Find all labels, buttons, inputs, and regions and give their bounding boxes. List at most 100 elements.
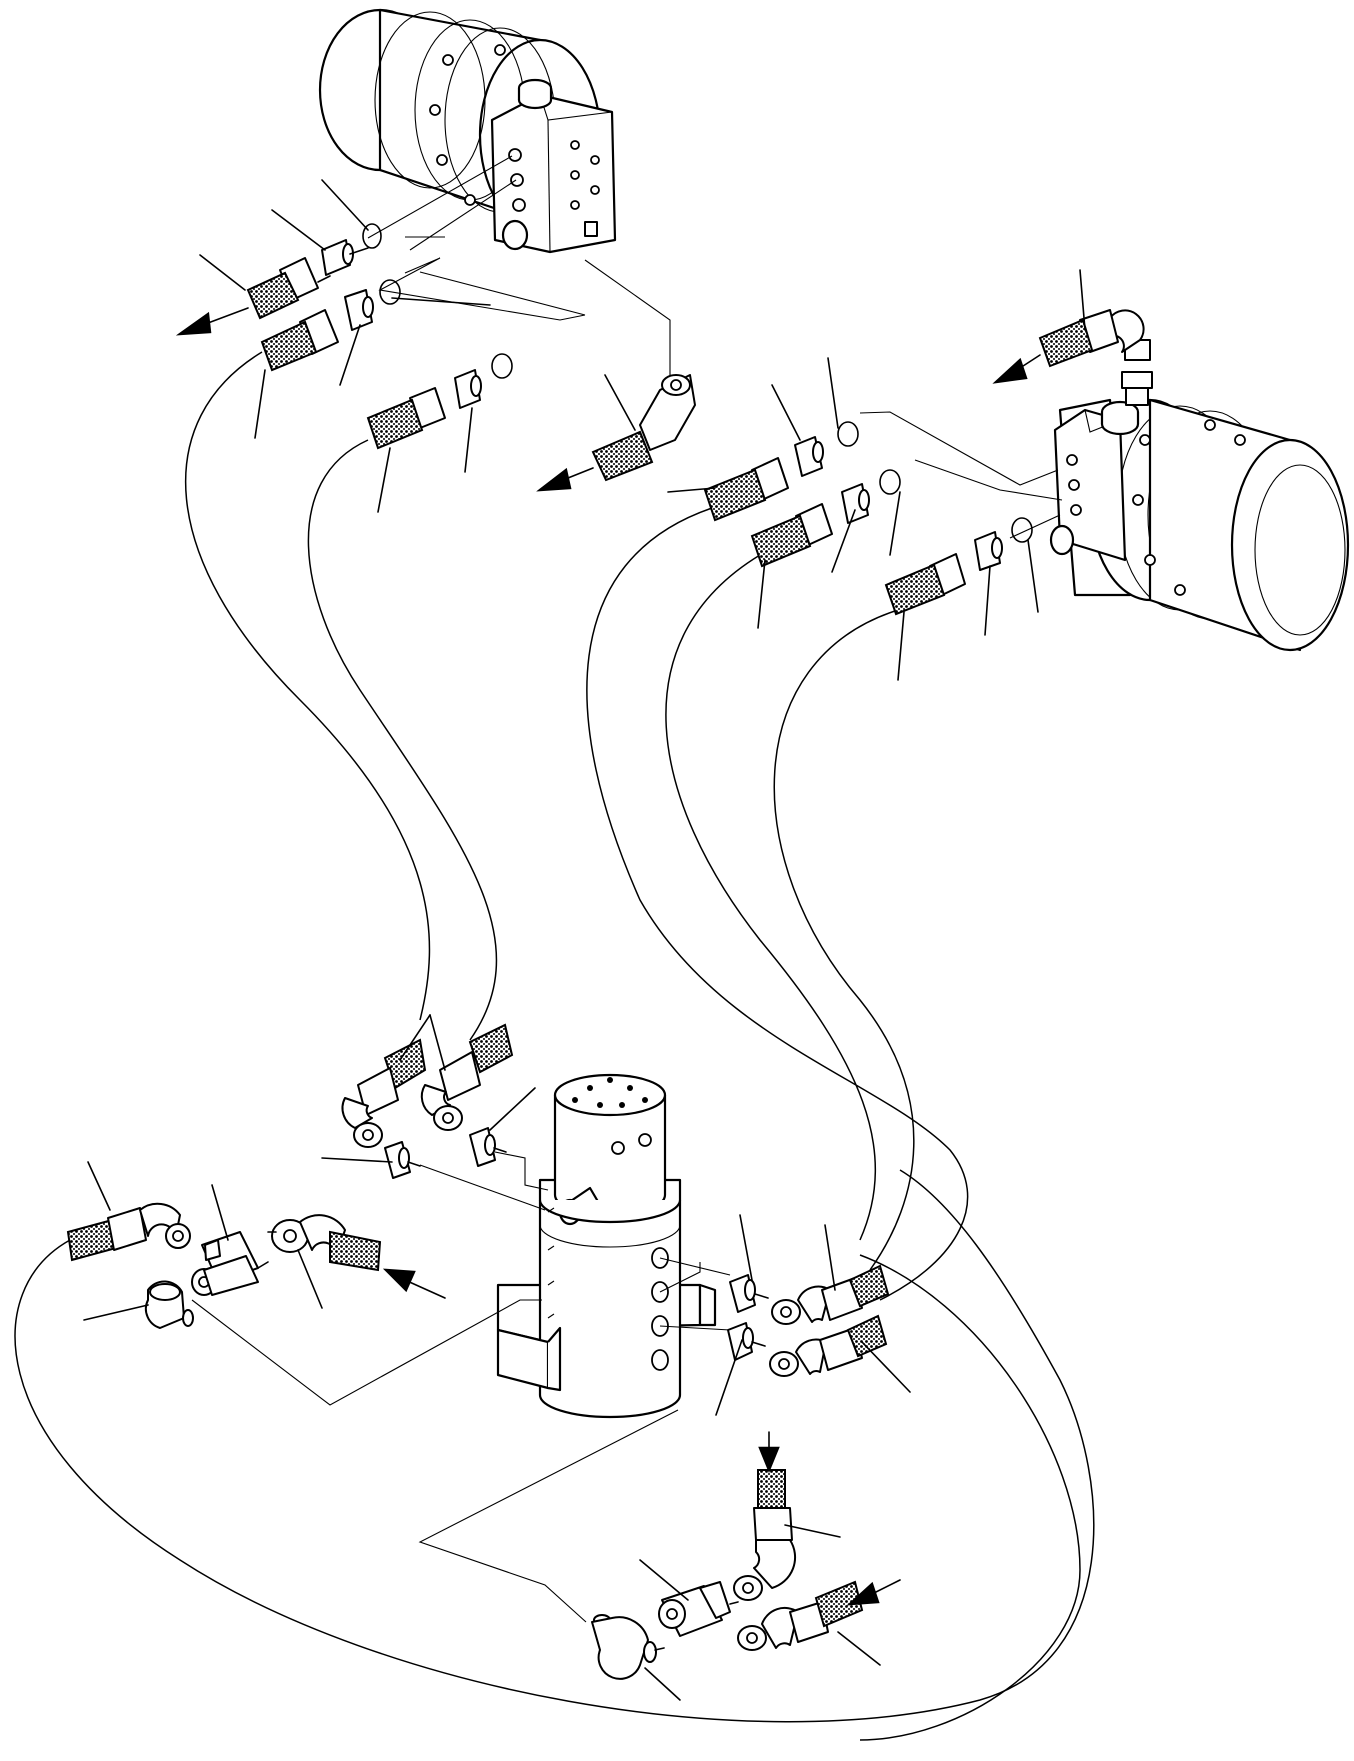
tee-fitting-lower-left bbox=[66, 1202, 382, 1329]
callout-line bbox=[271, 209, 326, 251]
connector-fitting bbox=[729, 1274, 769, 1313]
elbow-hose-fitting bbox=[769, 1314, 888, 1377]
callout-line bbox=[391, 297, 491, 306]
callout-line bbox=[199, 254, 246, 291]
travel-motor-right bbox=[1049, 339, 1350, 652]
flow-arrow-icon bbox=[382, 1268, 446, 1299]
flow-arrow-icon bbox=[175, 307, 249, 336]
elbow-hose-fitting bbox=[420, 1023, 514, 1131]
callout-line bbox=[87, 1161, 111, 1211]
tee-fitting-bottom bbox=[591, 1469, 864, 1680]
callout-line bbox=[429, 1014, 446, 1071]
callout-line bbox=[211, 1184, 229, 1241]
hose-fitting bbox=[703, 457, 789, 522]
tee-fitting bbox=[191, 1231, 269, 1296]
callout-line bbox=[771, 384, 801, 441]
connector-fitting bbox=[841, 483, 870, 524]
flow-arrows bbox=[175, 307, 1041, 1606]
hose-left-inner bbox=[307, 439, 498, 1041]
swivel-joint bbox=[496, 1073, 717, 1419]
callout-line bbox=[861, 1341, 911, 1393]
travel-motor-left bbox=[318, 8, 617, 254]
connector-fitting bbox=[727, 1322, 766, 1361]
o-ring bbox=[879, 469, 901, 495]
swivel-right-fittings bbox=[727, 1264, 890, 1377]
flow-arrow-icon bbox=[992, 354, 1041, 384]
callout-line bbox=[784, 1524, 841, 1538]
elbow-hose-fitting bbox=[1038, 309, 1145, 368]
elbow-fitting bbox=[144, 1280, 194, 1329]
connector-fitting bbox=[384, 1141, 421, 1179]
callout-line bbox=[739, 1214, 753, 1281]
flow-arrow-icon bbox=[758, 1431, 780, 1474]
callout-line bbox=[339, 324, 361, 386]
hose-right-mid bbox=[665, 554, 877, 1241]
hose-fitting bbox=[260, 309, 339, 372]
callout-leader-lines bbox=[83, 179, 1086, 1701]
hose-fitting bbox=[733, 1469, 797, 1601]
callout-line bbox=[831, 509, 856, 573]
o-ring bbox=[491, 353, 513, 379]
callout-line bbox=[824, 1224, 836, 1291]
callout-line bbox=[321, 179, 369, 231]
callout-line bbox=[1027, 539, 1039, 613]
callout-line bbox=[644, 1667, 681, 1701]
elbow-hose-fitting bbox=[737, 1580, 864, 1651]
right-motor-fittings bbox=[703, 309, 1145, 616]
hose-left-outer bbox=[184, 351, 431, 1021]
hose-right-return bbox=[859, 1254, 1081, 1741]
elbow-hose-fitting bbox=[267, 1214, 382, 1272]
connector-fitting bbox=[794, 436, 824, 477]
elbow-hose-fitting bbox=[591, 374, 696, 482]
tee-fitting bbox=[658, 1581, 739, 1637]
hose-fitting bbox=[366, 387, 446, 450]
connector-fitting bbox=[454, 369, 482, 409]
flow-arrow-icon bbox=[536, 467, 594, 492]
leader-lines-left-motor bbox=[367, 155, 671, 378]
hose-fitting bbox=[884, 553, 966, 616]
callout-line bbox=[489, 1087, 536, 1131]
hose-fitting bbox=[246, 257, 331, 320]
callout-line bbox=[297, 1249, 323, 1309]
hose-right-inner bbox=[773, 609, 915, 1271]
callout-line bbox=[83, 1304, 149, 1321]
callout-line bbox=[667, 487, 716, 493]
swivel-joint-ports-right bbox=[651, 1247, 669, 1371]
swivel-upper-fittings bbox=[341, 1023, 514, 1179]
callout-line bbox=[889, 491, 901, 556]
hose-lines bbox=[14, 351, 1095, 1741]
motor-right-bolt-holes bbox=[1132, 419, 1246, 596]
elbow-hose-fitting bbox=[341, 1038, 427, 1148]
callout-line bbox=[639, 1559, 689, 1601]
hose-loop-big bbox=[14, 1169, 1095, 1723]
callout-line bbox=[377, 447, 391, 513]
hose-fitting bbox=[66, 1202, 191, 1262]
callout-line bbox=[837, 1631, 881, 1666]
swivel-joint-ports-left bbox=[547, 1207, 555, 1319]
leader-lines-right-motor bbox=[859, 411, 1063, 539]
o-ring bbox=[1011, 517, 1033, 543]
callout-line bbox=[321, 1157, 393, 1163]
elbow-fitting bbox=[591, 1614, 665, 1680]
flow-arrow-icon bbox=[846, 1579, 901, 1606]
o-ring bbox=[837, 421, 859, 447]
callout-line bbox=[399, 1014, 431, 1061]
elbow-hose-fitting bbox=[771, 1264, 890, 1325]
o-ring bbox=[379, 279, 401, 305]
callout-line bbox=[1079, 269, 1086, 331]
callout-line bbox=[604, 374, 636, 431]
hose-fitting bbox=[750, 503, 833, 568]
callout-line bbox=[897, 611, 905, 681]
hose-right-outer bbox=[586, 507, 969, 1301]
callout-line bbox=[827, 357, 839, 429]
connector-fitting bbox=[321, 239, 369, 276]
callout-line bbox=[757, 559, 766, 629]
o-ring bbox=[362, 223, 382, 249]
connector-fitting bbox=[974, 531, 1003, 571]
connector-fitting bbox=[469, 1127, 507, 1167]
callout-line bbox=[984, 565, 991, 636]
callout-line bbox=[254, 369, 266, 439]
connector-fitting bbox=[344, 289, 374, 331]
callout-line bbox=[715, 1339, 743, 1416]
callout-line bbox=[464, 407, 473, 473]
